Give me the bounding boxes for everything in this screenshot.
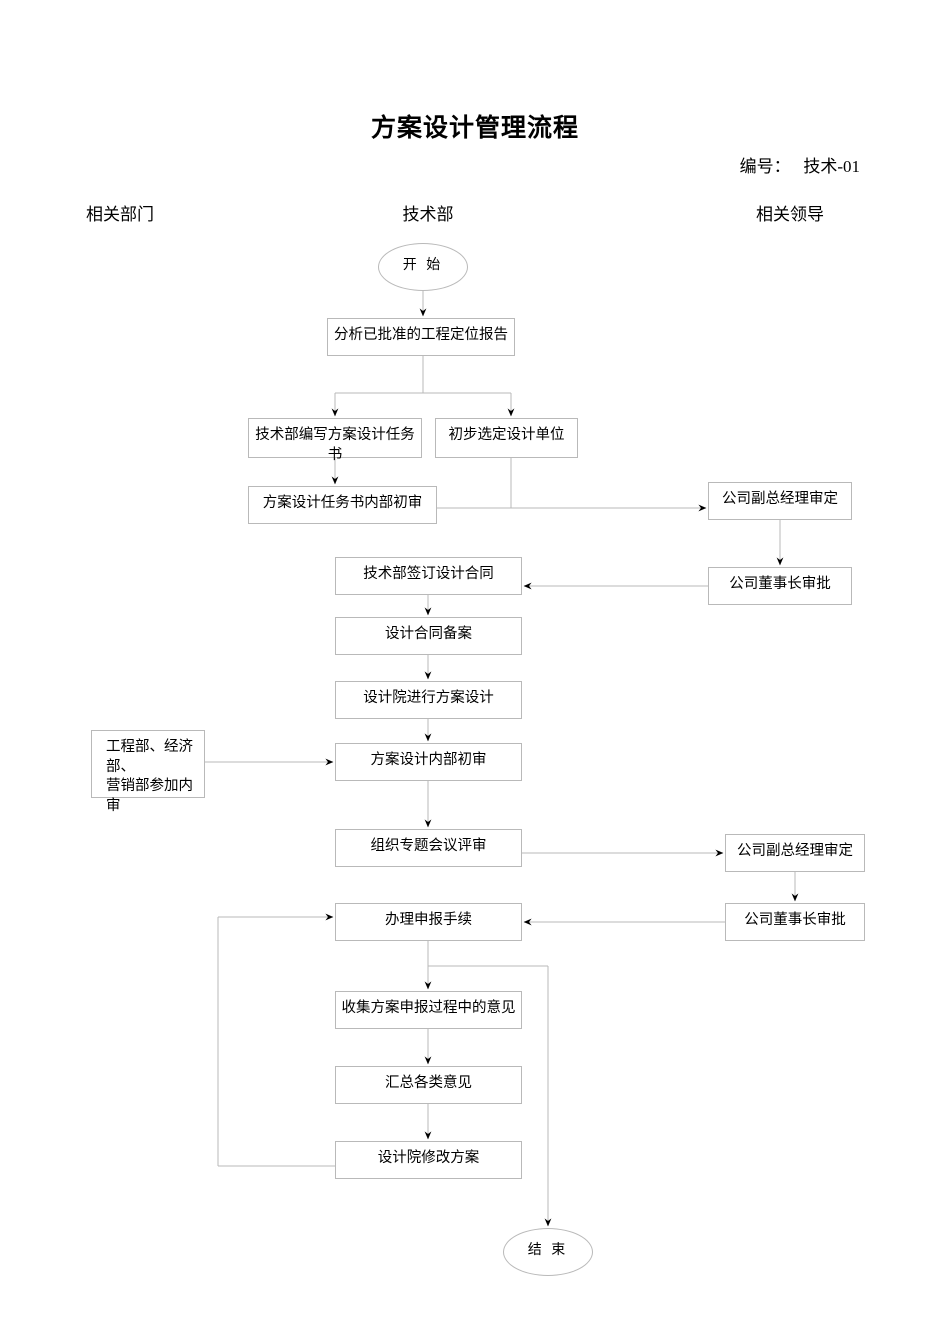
node-chairman-approval-1[interactable]: 公司董事长审批 [708,567,852,605]
node-collect-opinions-during-declaration[interactable]: 收集方案申报过程中的意见 [335,991,522,1029]
document-code: 编号： 技术-01 [739,157,860,176]
node-departments-join-internal-review[interactable]: 工程部、经济部、 营销部参加内审 [91,730,205,814]
node-deputy-gm-approval-2[interactable]: 公司副总经理审定 [725,834,865,872]
node-tech-dept-write-design-task-book[interactable]: 技术部编写方案设计任务书 [248,418,422,463]
node-scheme-design-internal-review[interactable]: 方案设计内部初审 [335,743,522,781]
node-start[interactable]: 开 始 [378,243,468,291]
node-end[interactable]: 结 束 [503,1228,593,1276]
swimlane-header-related-leaders: 相关领导 [756,205,824,224]
node-design-institute-revise-scheme[interactable]: 设计院修改方案 [335,1141,522,1179]
node-organize-special-meeting-review[interactable]: 组织专题会议评审 [335,829,522,867]
node-summarize-opinions[interactable]: 汇总各类意见 [335,1066,522,1104]
swimlane-header-technology-department: 技术部 [402,205,454,224]
node-end-label: 结 束 [527,1243,569,1258]
node-deputy-gm-approval-1[interactable]: 公司副总经理审定 [708,482,852,520]
node-handle-declaration-procedures[interactable]: 办理申报手续 [335,903,522,941]
page-title: 方案设计管理流程 [370,113,579,142]
node-chairman-approval-2[interactable]: 公司董事长审批 [725,903,865,941]
node-start-label: 开 始 [402,258,444,273]
node-tech-dept-sign-design-contract[interactable]: 技术部签订设计合同 [335,557,522,595]
node-design-institute-scheme-design[interactable]: 设计院进行方案设计 [335,681,522,719]
node-design-contract-filing[interactable]: 设计合同备案 [335,617,522,655]
node-preliminary-select-design-unit[interactable]: 初步选定设计单位 [435,418,578,458]
swimlane-header-related-departments: 相关部门 [86,205,154,224]
node-analyze-approved-positioning-report[interactable]: 分析已批准的工程定位报告 [327,318,515,356]
node-internal-review-design-task-book[interactable]: 方案设计任务书内部初审 [248,486,437,524]
